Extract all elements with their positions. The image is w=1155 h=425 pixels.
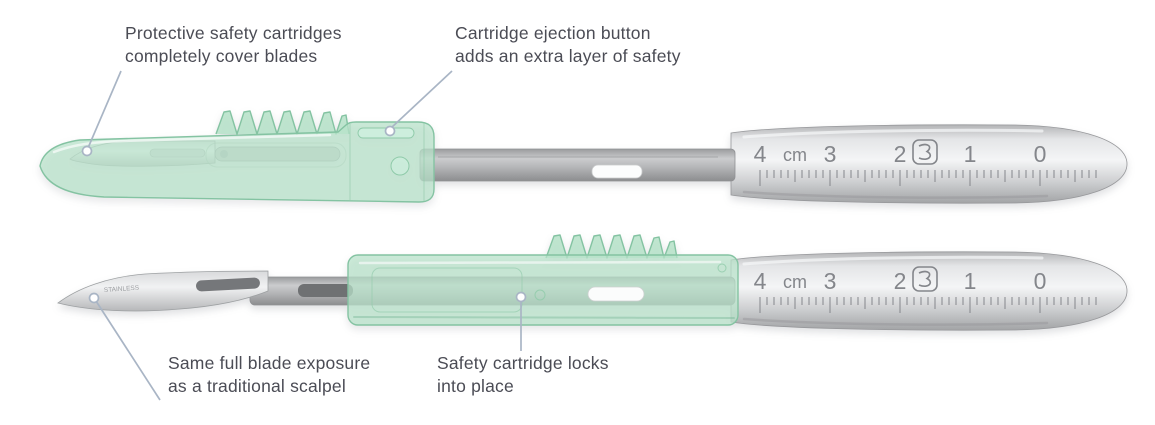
callout-connectors xyxy=(81,70,527,401)
shaft-slot xyxy=(591,164,643,179)
cartridge-pin-2 xyxy=(717,263,727,273)
cartridge-body xyxy=(39,121,435,203)
cartridge-highlight xyxy=(358,260,722,265)
cartridge-grip-outline xyxy=(545,234,678,259)
scalpel-handle xyxy=(729,250,1129,332)
callout-blade-exposure: Same full blade exposure as a traditiona… xyxy=(168,352,370,398)
cartridge-grip-teeth xyxy=(216,111,349,134)
safety-cartridge-covering xyxy=(39,110,435,203)
callout-line-protective xyxy=(87,70,122,149)
safety-cartridge-locked xyxy=(347,234,739,326)
callout-dot-locks xyxy=(515,291,527,303)
blade-shape xyxy=(57,270,269,312)
callout-text-line: as a traditional scalpel xyxy=(168,376,346,397)
cartridge-body xyxy=(347,254,739,326)
exposed-blade: STAINLESS xyxy=(57,270,269,312)
callout-text-line: into place xyxy=(437,376,514,397)
callout-line-ejection xyxy=(390,70,453,129)
callout-text-line: Same full blade exposure xyxy=(168,353,371,373)
blade-etch-text: STAINLESS xyxy=(104,285,140,294)
callout-protective-cartridges: Protective safety cartridges completely … xyxy=(125,22,342,68)
cartridge-pin-1 xyxy=(534,289,546,301)
cartridge-grip-teeth xyxy=(546,235,677,258)
blade-mount-slot xyxy=(196,277,260,292)
cartridge-grip-outline xyxy=(215,110,350,135)
callout-text-line: Protective safety cartridges xyxy=(125,23,342,43)
cartridge-inner-track xyxy=(371,267,523,313)
cartridge-lock-pin xyxy=(390,156,410,176)
cartridge-slot xyxy=(587,286,645,302)
shaft-slot-dark xyxy=(298,284,353,297)
callout-text-line: Safety cartridge locks xyxy=(437,353,609,373)
callout-cartridge-locks: Safety cartridge locks into place xyxy=(437,352,609,398)
scalpel-covered xyxy=(39,110,1129,205)
callout-text-line: Cartridge ejection button xyxy=(455,23,651,43)
callout-ejection-button: Cartridge ejection button adds an extra … xyxy=(455,22,681,68)
callout-dot-protective xyxy=(81,145,93,157)
callout-text-line: adds an extra layer of safety xyxy=(455,46,681,67)
callout-dot-ejection xyxy=(384,125,396,137)
shaft xyxy=(419,148,736,182)
callout-dot-blade xyxy=(88,292,100,304)
callout-line-blade xyxy=(95,300,161,401)
scalpel-handle xyxy=(729,123,1129,205)
cartridge-bottom-shade xyxy=(353,316,735,319)
callout-text-line: completely cover blades xyxy=(125,46,318,67)
cartridge-highlight xyxy=(52,133,332,154)
scalpel-exposed: STAINLESS xyxy=(57,234,1129,332)
